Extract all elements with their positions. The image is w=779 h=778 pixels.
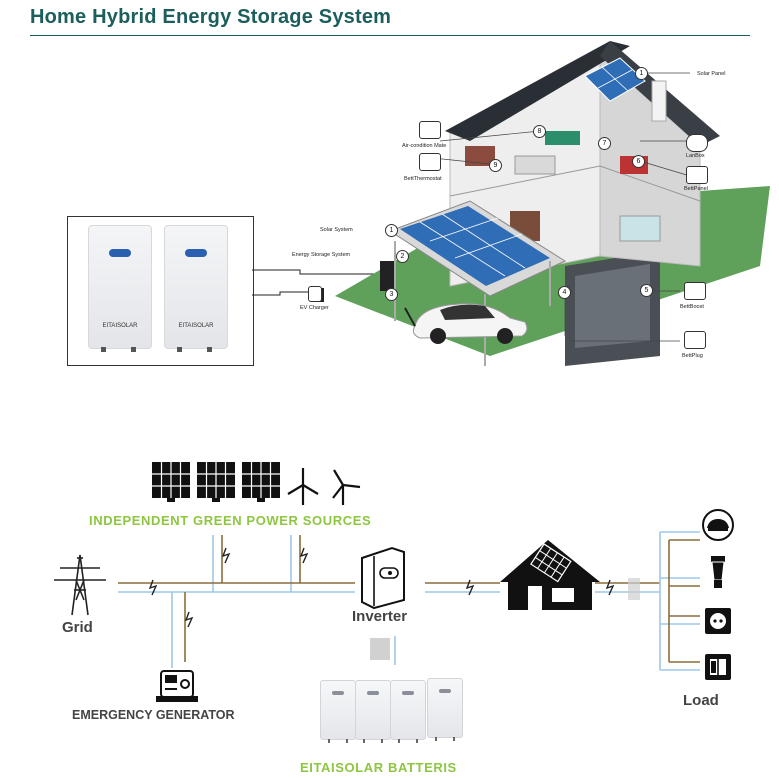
bett-thermostat-label: BettThermostat xyxy=(404,176,442,182)
carport-solar-array xyxy=(400,206,550,286)
callout-number-8: 8 xyxy=(533,125,546,138)
solar-system-label: Solar System xyxy=(320,227,353,233)
solar-panel-icons xyxy=(152,462,280,502)
smart-house-illustration xyxy=(314,41,770,366)
battery-foot xyxy=(101,347,106,352)
callout-number-7: 7 xyxy=(598,137,611,150)
outlet-load-icon xyxy=(705,608,731,634)
thermostat-device-icon xyxy=(419,153,441,171)
battery-logo xyxy=(109,249,131,257)
callout-number-1: 1 xyxy=(385,224,398,237)
page-title: Home Hybrid Energy Storage System xyxy=(30,6,392,28)
grid-label: Grid xyxy=(62,619,93,636)
battery-brand-label: EITAISOLAR xyxy=(102,323,138,329)
callout-number-2: 2 xyxy=(396,250,409,263)
bett-plug-label: BettPlug xyxy=(682,353,703,359)
storage-battery-unit xyxy=(427,678,463,741)
inverter-icon xyxy=(361,546,405,610)
power-flow-icons xyxy=(148,547,615,628)
bett-panel-device-icon xyxy=(686,166,708,184)
storage-battery-unit xyxy=(320,680,356,743)
callout-number-1: 1 xyxy=(635,67,648,80)
inset-connectors xyxy=(252,269,385,296)
storage-battery-unit xyxy=(355,680,391,743)
air-condition-mate-label: Air-condition Mate xyxy=(402,143,447,149)
air-condition-device-icon xyxy=(419,121,441,139)
battery-foot xyxy=(207,347,212,352)
ev-charger-icon xyxy=(308,286,322,302)
battery-foot xyxy=(177,347,182,352)
callout-number-5: 5 xyxy=(640,284,653,297)
electric-car xyxy=(404,303,528,344)
ev-charger-load-icon xyxy=(702,509,734,541)
storage-battery-unit xyxy=(390,680,426,743)
emergency-generator-icon xyxy=(156,670,198,702)
bett-plug-device-icon xyxy=(684,331,706,349)
callout-number-3: 3 xyxy=(385,288,398,301)
bulb-load-icon xyxy=(711,556,725,588)
battery-brand-label: EITAISOLAR xyxy=(178,323,214,329)
inset-battery-unit: EITAISOLAR xyxy=(88,225,152,352)
bett-boost-label: BettBoost xyxy=(680,304,704,310)
load-label: Load xyxy=(683,692,719,709)
solar-panel-label: Solar Panel xyxy=(697,71,726,77)
battery-inset: EITAISOLAR EITAISOLAR xyxy=(67,216,254,366)
grid-pylon-icon xyxy=(54,554,106,616)
callout-number-9: 9 xyxy=(489,159,502,172)
energy-storage-system-label: Energy Storage System xyxy=(292,252,351,258)
bett-panel-label: BettPanel xyxy=(684,186,708,192)
connector-blur xyxy=(628,578,640,600)
bett-boost-device-icon xyxy=(684,282,706,300)
roof-solar-panel xyxy=(584,57,646,102)
wind-turbine-icons xyxy=(287,468,361,505)
callout-number-4: 4 xyxy=(558,286,571,299)
green-power-sources-heading: INDEPENDENT GREEN POWER SOURCES xyxy=(89,513,372,528)
title-divider xyxy=(30,35,750,36)
house-icon xyxy=(500,540,600,610)
lanbox-device-icon xyxy=(686,134,708,152)
battery-logo xyxy=(185,249,207,257)
batteries-heading: EITAISOLAR BATTERIS xyxy=(300,760,457,775)
emergency-generator-label: EMERGENCY GENERATOR xyxy=(72,708,235,722)
lanbox-label: LanBox xyxy=(686,153,705,159)
inverter-label: Inverter xyxy=(352,608,408,625)
inset-battery-unit: EITAISOLAR xyxy=(164,225,228,352)
battery-foot xyxy=(131,347,136,352)
ev-charger-label: EV Charger xyxy=(300,305,329,311)
connector-blur xyxy=(370,638,390,660)
switch-load-icon xyxy=(705,654,731,680)
callout-number-6: 6 xyxy=(632,155,645,168)
system-flow-diagram xyxy=(54,462,734,702)
